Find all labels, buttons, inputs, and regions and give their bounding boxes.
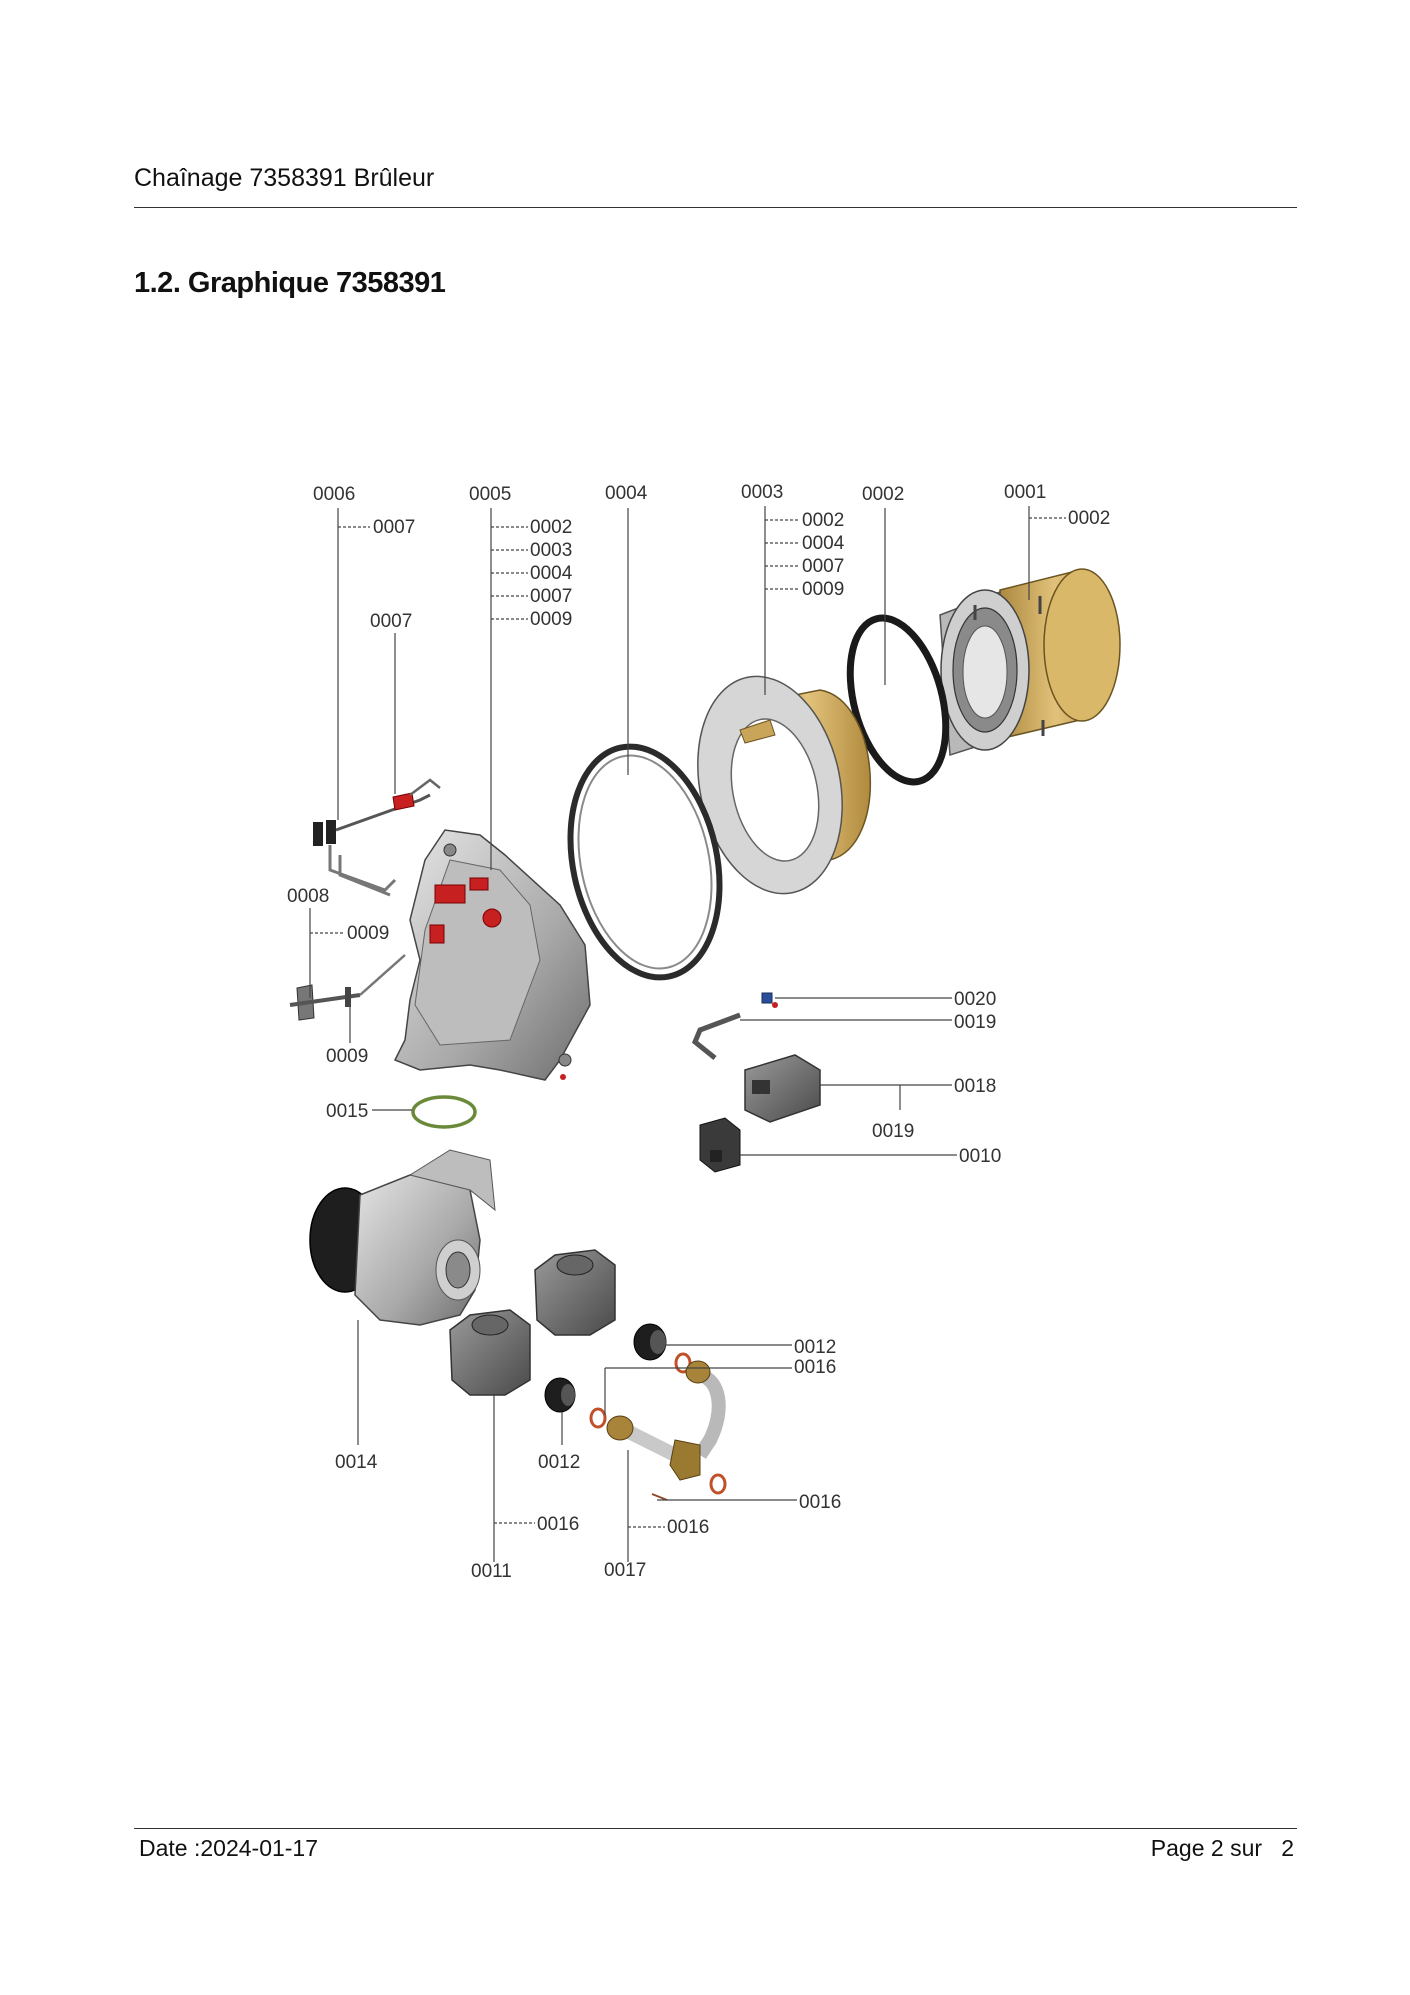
label-0005: 0005 — [469, 484, 511, 505]
label-0005-sub1: 0002 — [530, 517, 572, 538]
label-0016c: 0016 — [537, 1514, 579, 1535]
label-0011: 0011 — [471, 1561, 512, 1582]
label-0005-sub3: 0004 — [530, 563, 573, 584]
label-0005-sub4: 0007 — [530, 586, 572, 607]
label-0008: 0008 — [287, 886, 329, 907]
label-0005-sub2: 0003 — [530, 540, 572, 561]
part-0012-fitting-upper — [633, 1323, 667, 1361]
label-0012a: 0012 — [794, 1337, 836, 1358]
part-0019-cable — [691, 1012, 741, 1060]
part-0008-ignition-electrode — [289, 954, 406, 1021]
part-0001-burner-tube — [939, 568, 1121, 757]
part-0014-fan — [309, 1149, 496, 1326]
label-0020: 0020 — [954, 989, 996, 1010]
label-0016a: 0016 — [794, 1357, 836, 1378]
label-0019a: 0019 — [954, 1012, 996, 1033]
label-0019b: 0019 — [872, 1121, 914, 1142]
part-0016-seal-rings — [589, 1352, 727, 1501]
label-0008-sub: 0009 — [347, 923, 389, 944]
part-0012-fitting-lower — [544, 1377, 576, 1413]
document-header-title: Chaînage 7358391 Brûleur — [134, 164, 435, 192]
label-0002: 0002 — [862, 484, 904, 505]
label-0004: 0004 — [605, 483, 648, 504]
part-0017-gas-pipe — [606, 1360, 726, 1481]
part-0004-o-ring — [567, 743, 723, 981]
label-0003-sub4: 0009 — [802, 579, 844, 600]
label-0015: 0015 — [326, 1101, 368, 1122]
part-0005-burner-housing — [393, 829, 591, 1081]
label-0003: 0003 — [741, 482, 783, 503]
part-0011-gas-valve-upper — [534, 1249, 616, 1336]
part-0015-small-o-ring — [411, 1095, 477, 1129]
label-0006-sub: 0007 — [373, 517, 415, 538]
section-title: 1.2. Graphique 7358391 — [134, 267, 446, 299]
part-0011-gas-valve — [449, 1309, 531, 1396]
leader-lines — [309, 506, 1066, 1562]
part-0003-flange — [697, 675, 872, 895]
label-0017: 0017 — [604, 1560, 646, 1581]
header-divider — [134, 207, 1297, 208]
label-0018: 0018 — [954, 1076, 996, 1097]
label-0009: 0009 — [326, 1046, 368, 1067]
label-0014: 0014 — [335, 1452, 378, 1473]
callout-labels: 0006 0007 0007 0005 0002 0003 0004 0007 … — [287, 482, 1110, 1582]
part-0018-ignition-unit — [744, 1054, 821, 1123]
part-0006-electrode — [313, 778, 441, 897]
label-0005-sub5: 0009 — [530, 609, 572, 630]
label-0003-sub3: 0007 — [802, 556, 844, 577]
label-0007: 0007 — [370, 611, 412, 632]
label-0001-sub1: 0002 — [1068, 508, 1110, 529]
label-0003-sub2: 0004 — [802, 533, 845, 554]
footer-page-number: Page 2 sur 2 — [1150, 1835, 1294, 1861]
footer-date: Date :2024-01-17 — [139, 1835, 319, 1861]
part-0002-gasket — [846, 614, 950, 786]
label-0016b: 0016 — [799, 1492, 841, 1513]
footer-divider — [134, 1828, 1297, 1829]
label-0006: 0006 — [313, 484, 355, 505]
label-0016d: 0016 — [667, 1517, 709, 1538]
label-0010: 0010 — [959, 1146, 1001, 1167]
label-0001: 0001 — [1004, 482, 1046, 503]
label-0003-sub1: 0002 — [802, 510, 844, 531]
part-0020-connector — [761, 992, 778, 1008]
part-0010-sensor — [699, 1117, 741, 1173]
label-0012b: 0012 — [538, 1452, 580, 1473]
